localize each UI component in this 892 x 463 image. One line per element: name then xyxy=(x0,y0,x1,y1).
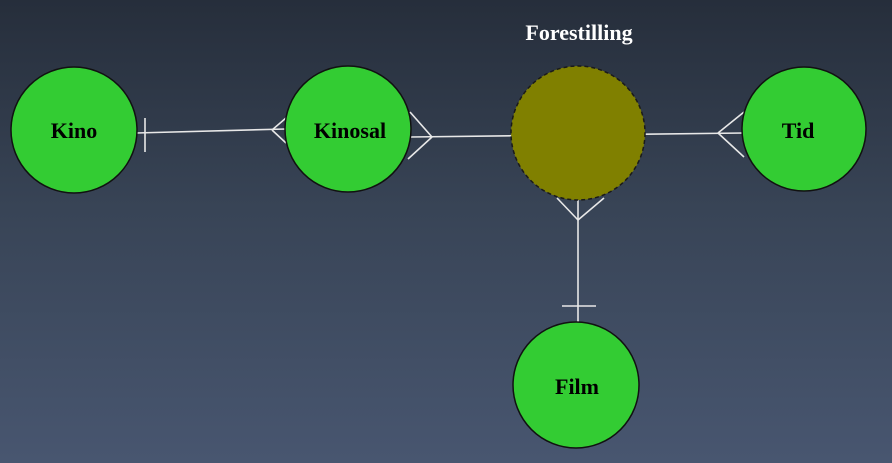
relationship-forestilling[interactable]: Forestilling xyxy=(510,20,646,201)
entity-kino[interactable]: Kino xyxy=(10,66,138,194)
entity-film-shape xyxy=(512,321,640,449)
entity-kino-label: Kino xyxy=(51,118,97,143)
crowsfoot-many-forestilling xyxy=(556,197,605,221)
connectors xyxy=(135,111,745,322)
entity-kino-shape xyxy=(10,66,138,194)
crowsfoot-many-tid xyxy=(717,111,745,158)
entity-kinosal[interactable]: Kinosal xyxy=(284,65,412,193)
connector-kino-kinosal xyxy=(135,128,287,134)
entity-tid[interactable]: Tid xyxy=(741,66,867,192)
entity-film-label: Film xyxy=(555,374,599,399)
crowsfoot-many-kinosal-right xyxy=(407,111,433,160)
entity-kinosal-label: Kinosal xyxy=(314,118,386,143)
entity-tid-shape xyxy=(741,66,867,192)
relationship-forestilling-shape xyxy=(510,65,646,201)
entity-kinosal-shape xyxy=(284,65,412,193)
relationship-forestilling-label: Forestilling xyxy=(525,20,632,45)
entity-tid-label: Tid xyxy=(782,118,815,143)
crowsfoot-many-kinosal-left xyxy=(271,117,287,144)
entity-film[interactable]: Film xyxy=(512,321,640,449)
